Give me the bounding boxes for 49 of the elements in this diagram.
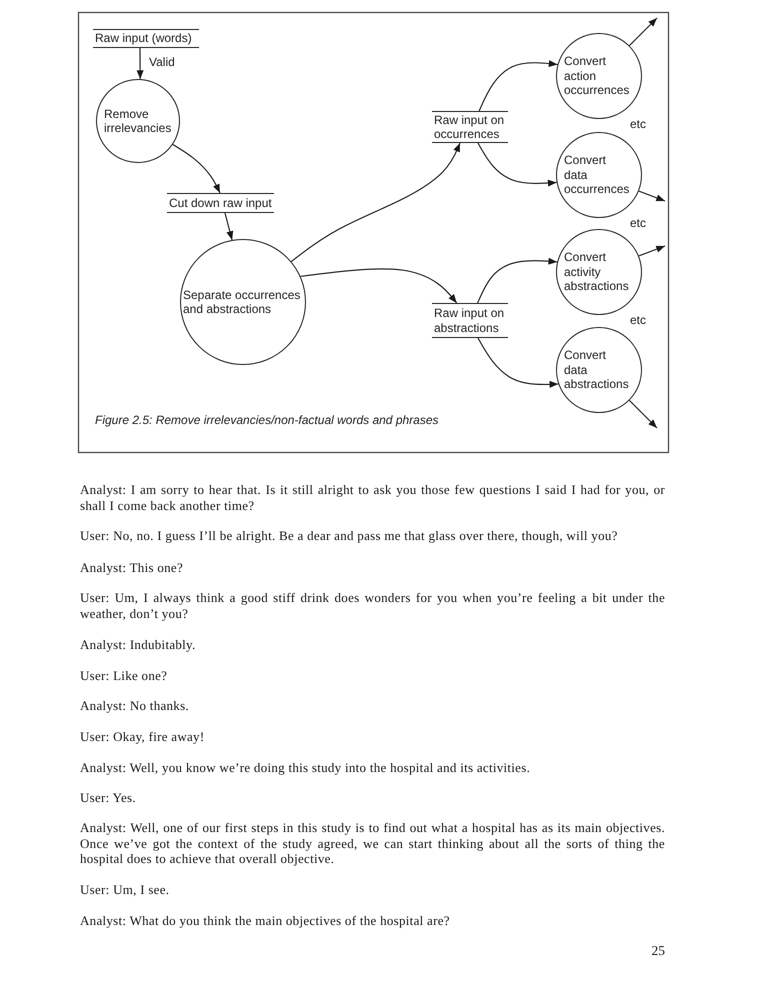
data-store: [93, 29, 199, 48]
process-label: Convert data occurrences: [564, 153, 630, 197]
arrow: [136, 48, 144, 80]
process-label: Separate occurrences and abstractions: [183, 288, 302, 316]
arrow: [224, 212, 234, 240]
figure-caption: Figure 2.5: Remove irrelevancies/non-factual words and phrases: [95, 413, 439, 427]
arrow: [478, 142, 557, 187]
store-label: Raw input on occurrences: [434, 112, 506, 142]
arrow: [638, 190, 666, 202]
dialogue-paragraph: User: Okay, fire away!: [80, 729, 206, 744]
process-label: Remove irrelevancies: [104, 106, 172, 136]
dialogue-paragraph: Analyst: I am sorry to hear that. Is it still alright to ask you those few questions I said I had for you, or shall I come back another time?: [80, 482, 665, 513]
dialogue-paragraph: User: Um, I see.: [80, 882, 170, 898]
process-circle: [556, 33, 642, 119]
arrow: [629, 400, 658, 428]
store-label: Raw input on abstractions: [434, 306, 506, 335]
dialogue-paragraph: User: Yes.: [80, 790, 137, 806]
arrow: [290, 142, 460, 262]
etc-note: etc: [630, 315, 646, 326]
store-label: Cut down raw input: [169, 196, 272, 210]
dialogue-paragraph: Analyst: Indubitably.: [80, 637, 197, 652]
edge-label: Valid: [149, 56, 175, 69]
arrow: [478, 60, 558, 112]
process-circle: [180, 239, 306, 365]
process-circle: [556, 132, 642, 218]
etc-note: etc: [630, 218, 646, 229]
dialogue-paragraph: Analyst: No thanks.: [80, 698, 190, 714]
arrow: [477, 258, 558, 304]
process-circle: [556, 229, 642, 315]
process-circle: [96, 79, 180, 163]
process-circle: [556, 327, 642, 413]
dialogue-paragraph: User: Um, I always think a good stiff drink does wonders for you when you’re feeling a bit under the weather, don’t you?: [80, 590, 665, 621]
dialogue-paragraph: Analyst: Well, you know we’re doing this study into the hospital and its activities.: [80, 760, 532, 776]
dialogue-paragraph: User: Like one?: [80, 668, 168, 684]
dialogue-paragraph: Analyst: Well, one of our first steps in this study is to find out what a hospital has as its main objectives. Once we’ve got the context of the study agreed, we can start thinking about all the sorts of thing the hospital does to achieve that overall objective.: [80, 820, 665, 866]
store-label: Raw input (words): [95, 31, 192, 46]
page-number: 25: [652, 943, 665, 958]
process-label: Convert activity abstractions: [564, 250, 630, 294]
dialogue-paragraph: Analyst: What do you think the main objectives of the hospital are?: [80, 913, 451, 928]
arrow: [172, 144, 220, 194]
arrow: [629, 18, 658, 46]
dialogue-paragraph: Analyst: This one?: [80, 560, 184, 576]
arrow: [300, 268, 458, 304]
etc-note: etc: [630, 119, 646, 130]
process-label: Convert action occurrences: [564, 54, 630, 98]
dialogue-paragraph: User: No, no. I guess I’ll be alright. Be a dear and pass me that glass over there, though, will you?: [80, 528, 619, 544]
arrow: [638, 245, 666, 256]
arrow: [478, 338, 558, 388]
process-label: Convert data abstractions: [564, 348, 630, 392]
